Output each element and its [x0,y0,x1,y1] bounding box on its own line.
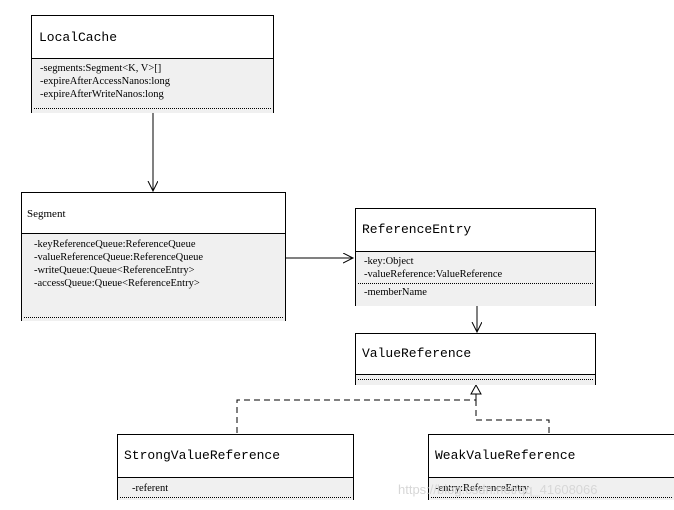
attribute-row: -segments:Segment<K, V>[] [40,63,162,74]
attribute-row: -keyReferenceQueue:ReferenceQueue [34,239,196,250]
attribute-row: -writeQueue:Queue<ReferenceEntry> [34,265,195,276]
class-valuereference: ValueReference [355,333,596,385]
edge-strong-realizes-valuereference [236,393,477,433]
attribute-row: -entry:ReferenceEntry [435,483,529,494]
attribute-row: -key:Object [364,256,414,267]
class-referenceentry: ReferenceEntry -key:Object -valueReferen… [355,208,596,306]
class-strongvaluereference: StrongValueReference -referent [117,434,354,500]
attribute-row: -expireAfterAccessNanos:long [40,76,171,87]
operation-row: -memberName [364,287,427,298]
section-divider [358,283,593,284]
class-weakvaluereference: WeakValueReference -entry:ReferenceEntry [428,434,674,500]
class-localcache-name: LocalCache [39,30,118,45]
attribute-row: -expireAfterWriteNanos:long [40,89,164,100]
class-weakvaluereference-name: WeakValueReference [435,448,576,463]
section-divider [358,379,593,380]
class-segment-attributes: -keyReferenceQueue:ReferenceQueue -value… [22,233,285,321]
section-divider [24,317,283,318]
attribute-row: -valueReferenceQueue:ReferenceQueue [34,252,204,263]
edge-weak-realizes-valuereference [475,393,550,433]
class-segment-name: Segment [27,208,66,220]
watermark-url: https://blog.csdn.net/qq_41608066 [398,482,598,497]
section-divider [120,497,351,498]
class-weakvaluereference-attributes: -entry:ReferenceEntry [429,477,674,500]
attribute-row: -referent [132,483,169,494]
class-valuereference-name: ValueReference [362,346,472,361]
class-strongvaluereference-name: StrongValueReference [124,448,281,463]
class-valuereference-attributes [356,374,595,385]
class-referenceentry-attributes: -key:Object -valueReference:ValueReferen… [356,251,595,306]
section-divider [431,497,672,498]
realization-arrowhead [470,383,482,395]
class-localcache-attributes: -segments:Segment<K, V>[] -expireAfterAc… [32,58,273,113]
attribute-row: -valueReference:ValueReference [364,269,503,280]
class-strongvaluereference-attributes: -referent [118,477,353,500]
class-referenceentry-name: ReferenceEntry [362,222,472,237]
attribute-row: -accessQueue:Queue<ReferenceEntry> [34,278,200,289]
class-segment: Segment -keyReferenceQueue:ReferenceQueu… [21,192,286,321]
class-localcache: LocalCache -segments:Segment<K, V>[] -ex… [31,15,274,113]
section-divider [34,108,271,109]
